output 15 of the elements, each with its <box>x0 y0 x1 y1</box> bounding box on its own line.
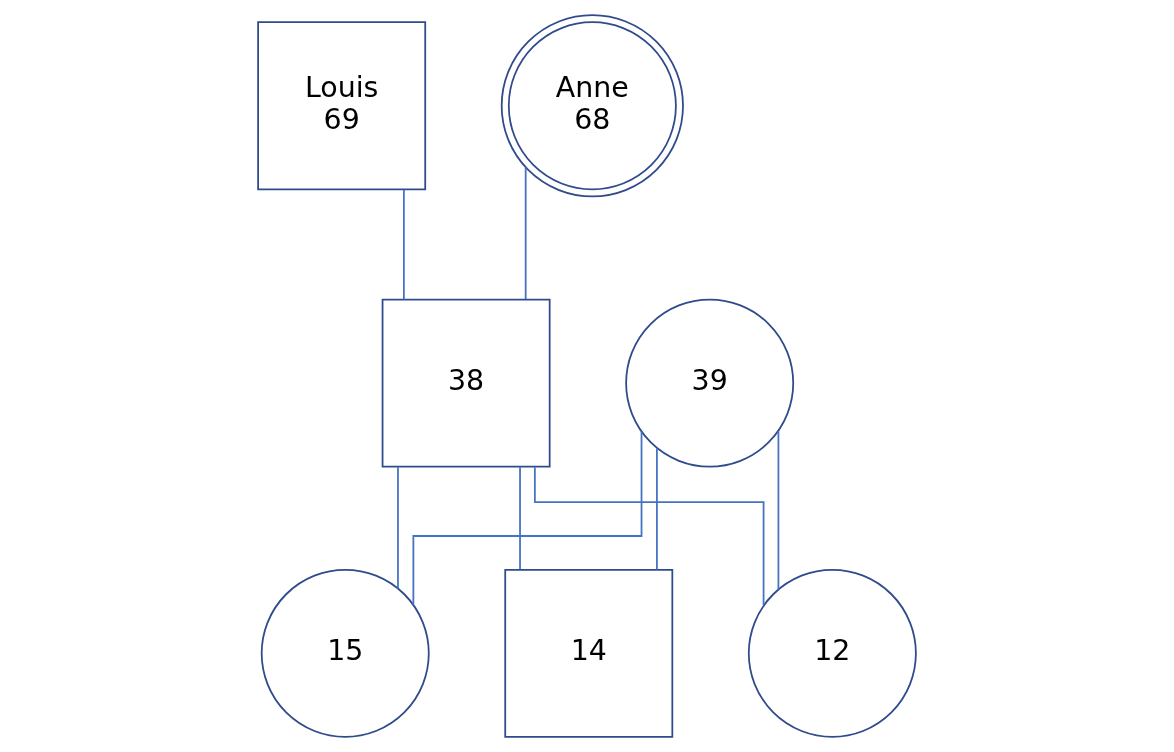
connector <box>397 466 399 590</box>
connector <box>656 447 658 571</box>
connector <box>777 429 780 591</box>
node-box: 14 <box>504 568 674 738</box>
node-circle: 15 <box>260 568 430 738</box>
node-circle: Anne 68 <box>500 14 684 198</box>
connector <box>524 166 527 300</box>
connector <box>533 466 765 607</box>
connector <box>412 430 643 606</box>
connector <box>519 466 521 571</box>
node-circle: 39 <box>625 298 795 468</box>
node-box: 38 <box>381 298 551 468</box>
node-box: Louis 69 <box>257 21 427 191</box>
connector <box>403 188 405 301</box>
node-circle: 12 <box>747 568 917 738</box>
